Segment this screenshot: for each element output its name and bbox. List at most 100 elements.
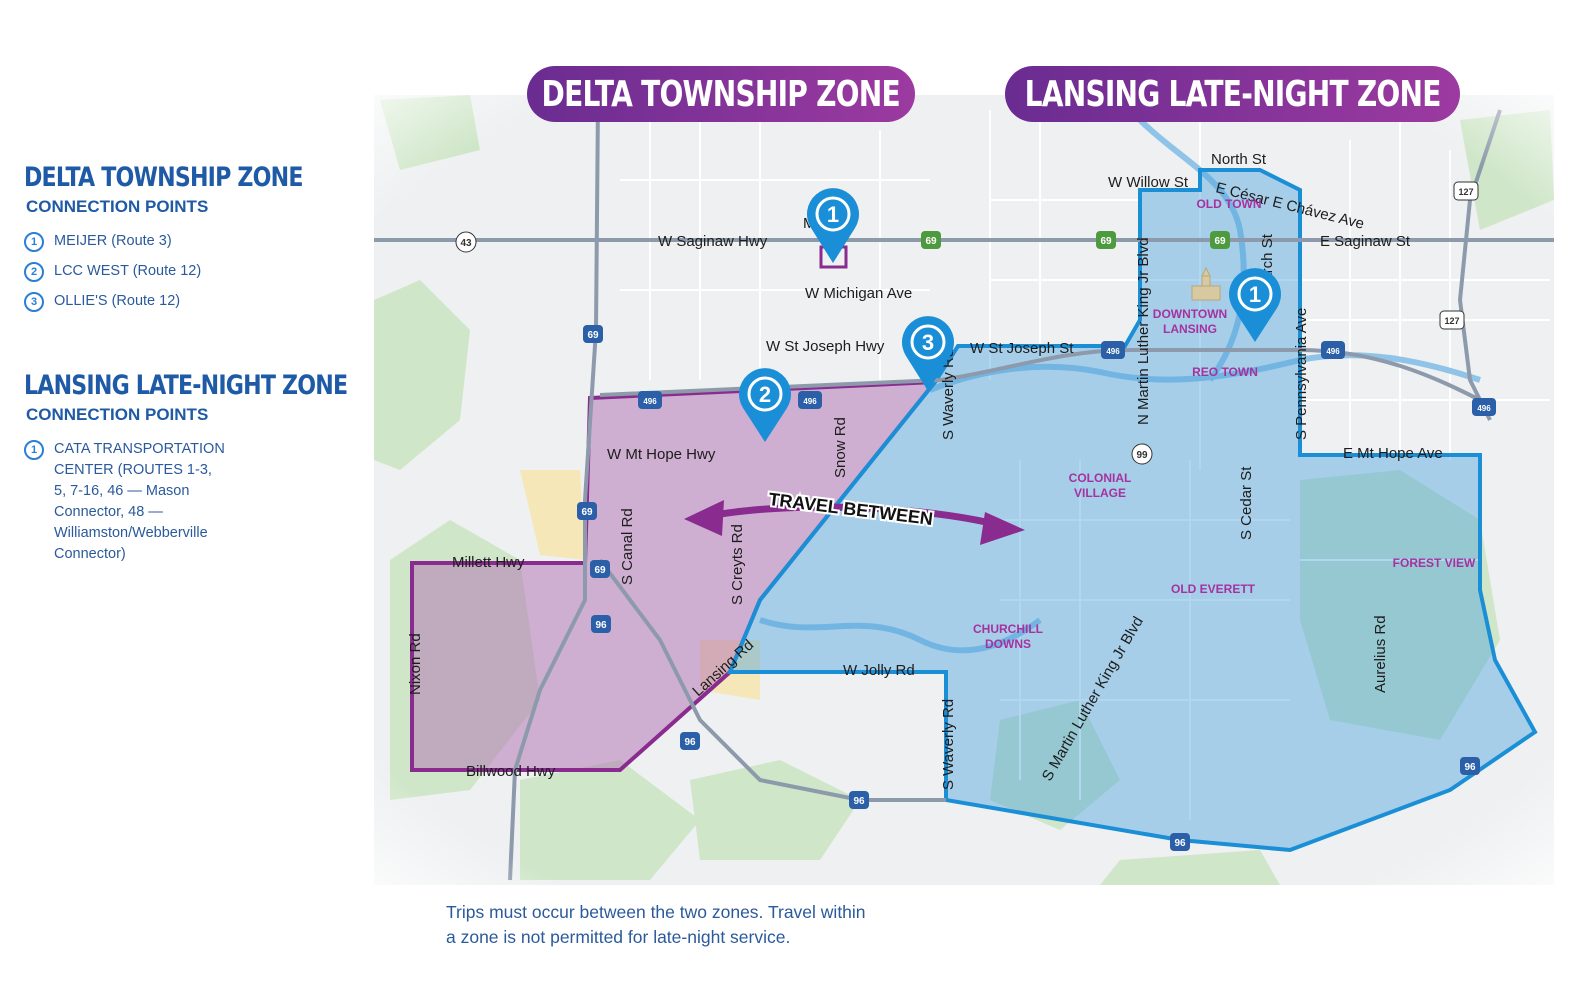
street-label: S Cedar St [1238,466,1255,540]
street-label: N Martin Luther King Jr Blvd [1135,237,1152,425]
marker-cata[interactable]: 1 [1229,268,1281,342]
svg-text:496: 496 [1106,347,1120,356]
svg-text:69: 69 [594,565,606,576]
connection-line: Connector, 48 — [54,504,163,520]
legend-lansing-list: 1 CATA TRANSPORTATION CENTER (ROUTES 1-3… [24,439,418,565]
marker-ollies[interactable]: 3 [902,316,954,391]
number-icon: 1 [24,440,44,460]
legend-lansing-subtitle: CONNECTION POINTS [26,405,209,424]
svg-text:69: 69 [1100,236,1112,247]
neighborhood-label: OLD TOWN [1196,197,1261,211]
svg-text:96: 96 [1464,762,1476,773]
street-label: Aurelius Rd [1372,615,1389,693]
marker-number: 3 [922,330,934,355]
connection-label: OLLIE'S (Route 12) [54,293,181,309]
i96-shield: 96 [849,791,869,809]
street-label: W St Joseph Hwy [766,338,885,355]
svg-text:127: 127 [1444,316,1459,326]
street-label: Nixon Rd [407,633,424,695]
neighborhood-label: REO TOWN [1192,365,1258,379]
svg-text:127: 127 [1458,187,1473,197]
neighborhood-label: LANSING [1163,322,1217,336]
arrow-right-icon [980,512,1025,545]
i496-shield: 496 [638,391,662,409]
svg-text:69: 69 [587,330,599,341]
route-shields: 43 69 69 69 69 69 69 496 496 496 496 496… [455,181,1496,851]
m99-shield: 99 [1131,443,1153,465]
i496-shield: 496 [1472,398,1496,416]
street-label: Snow Rd [832,417,849,478]
i69-shield: 69 [921,231,941,249]
i496-shield: 496 [1101,341,1125,359]
marker-number: 1 [1249,282,1261,307]
marker-lcc-west[interactable]: 2 [739,368,791,442]
i96-shield: 96 [1170,833,1190,851]
list-item: 1 CATA TRANSPORTATION CENTER (ROUTES 1-3… [24,439,418,565]
neighborhood-label: VILLAGE [1074,486,1126,500]
connection-line: Connector) [54,546,126,562]
neighborhood-label: OLD EVERETT [1171,582,1256,596]
m43-shield: 43 [455,231,477,253]
us127-shield: 127 [1453,181,1479,201]
i496-shield: 496 [798,391,822,409]
number-icon: 1 [24,232,44,252]
street-label: W Jolly Rd [843,662,915,679]
neighborhood-label: CHURCHILL [973,622,1043,636]
svg-text:496: 496 [803,397,817,406]
i96-shield: 96 [591,615,611,633]
street-label: S Canal Rd [619,508,636,585]
svg-text:43: 43 [460,238,472,249]
us127-shield: 127 [1439,310,1465,330]
number-icon: 3 [24,292,44,312]
connection-label: CATA TRANSPORTATION CENTER (ROUTES 1-3, … [54,439,225,565]
svg-text:69: 69 [1214,236,1226,247]
svg-text:96: 96 [684,737,696,748]
marker-meijer[interactable]: 1 [807,188,860,263]
connection-line: CATA TRANSPORTATION [54,441,225,457]
map-fade [374,95,1554,885]
legend-lansing: LANSING LATE-NIGHT ZONE CONNECTION POINT… [24,370,418,574]
street-label: W Mt Hope Hwy [607,446,716,463]
connection-line: Williamston/Webberville [54,525,208,541]
street-label: S Creyts Rd [729,524,746,605]
delta-zone-banner-text: DELTA TOWNSHIP ZONE [541,73,901,115]
svg-text:96: 96 [1174,838,1186,849]
marker-number: 1 [827,202,839,227]
neighborhood-labels: OLD TOWN DOWNTOWN LANSING REO TOWN COLON… [973,197,1476,651]
street-label: W Saginaw Hwy [658,233,768,250]
lansing-zone-banner-text: LANSING LATE-NIGHT ZONE [1024,73,1442,115]
svg-text:69: 69 [581,507,593,518]
street-label: W Willow St [1108,174,1189,191]
svg-text:496: 496 [643,397,657,406]
street-label: E Mt Hope Ave [1343,445,1443,462]
svg-text:96: 96 [853,796,865,807]
footnote: Trips must occur between the two zones. … [446,900,926,950]
connection-line: 5, 7-16, 46 — Mason [54,483,190,499]
street-label: S Pennsylvania Ave [1293,308,1310,440]
street-label: North St [1211,151,1267,168]
street-label: S Waverly Rd [940,349,957,440]
neighborhood-label: DOWNS [985,637,1031,651]
street-label: S Waverly Rd [940,699,957,790]
svg-text:496: 496 [1326,347,1340,356]
svg-text:496: 496 [1477,404,1491,413]
connection-label: MEIJER (Route 3) [54,233,172,249]
footnote-line: a zone is not permitted for late-night s… [446,927,791,947]
legend-lansing-title: LANSING LATE-NIGHT ZONE [24,370,348,401]
street-label: Billwood Hwy [466,763,556,780]
street-label: W Michigan Ave [805,285,912,302]
neighborhood-label: DOWNTOWN [1153,307,1227,321]
capitol-icon [1191,266,1221,301]
list-item: 1 MEIJER (Route 3) [24,231,364,252]
i69-shield: 69 [590,560,610,578]
delta-zone-banner: DELTA TOWNSHIP ZONE [527,66,915,122]
neighborhood-label: FOREST VIEW [1393,556,1476,570]
connection-line: CENTER (ROUTES 1-3, [54,462,212,478]
list-item: 3 OLLIE'S (Route 12) [24,291,364,312]
svg-text:96: 96 [595,620,607,631]
number-icon: 2 [24,262,44,282]
footnote-line: Trips must occur between the two zones. … [446,902,866,922]
